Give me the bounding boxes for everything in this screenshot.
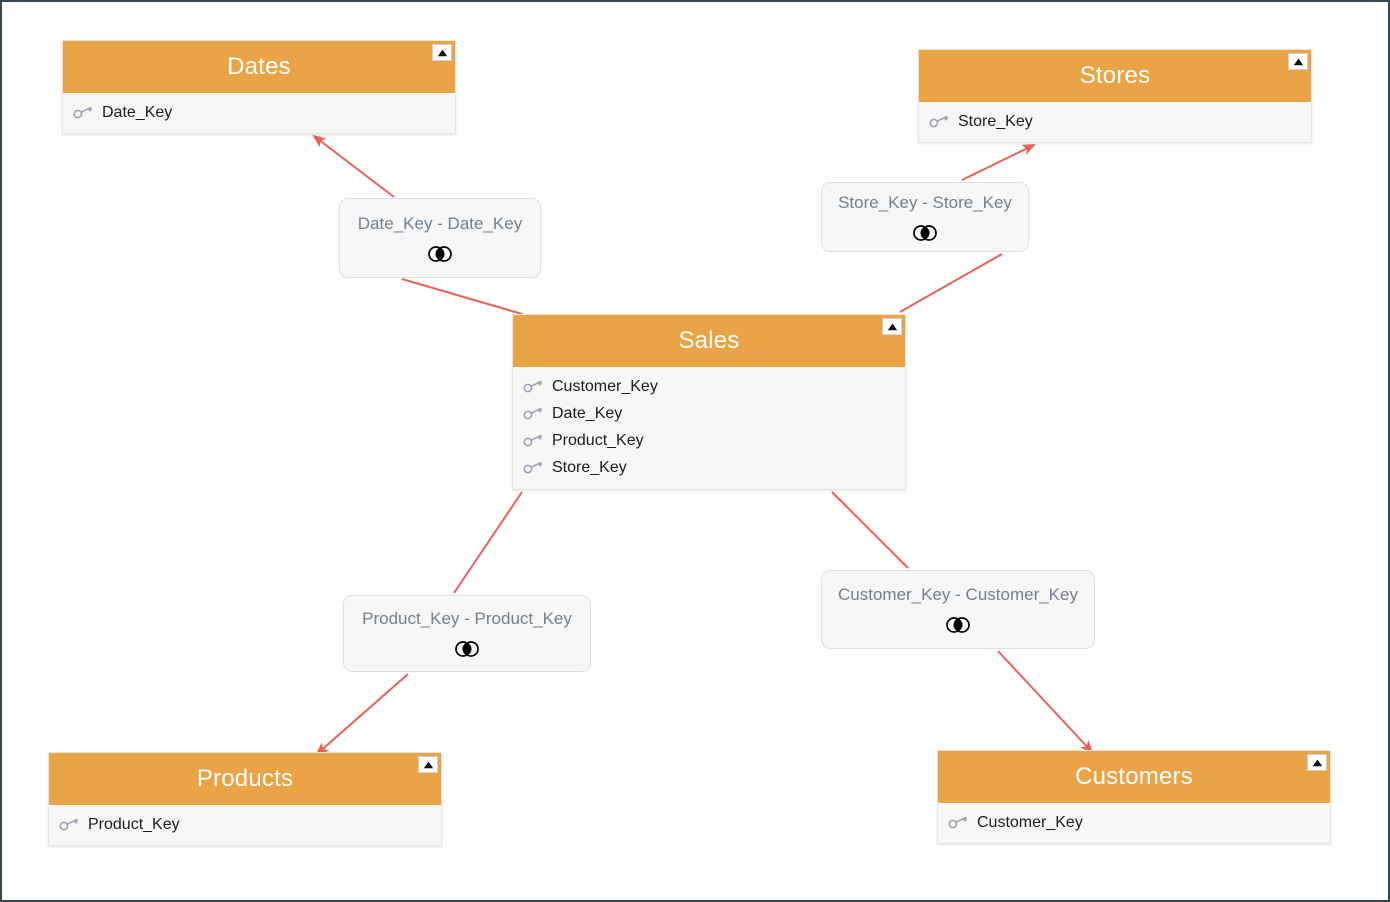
- venn-overlap-icon: [455, 641, 479, 657]
- entity-field-row-sales-3[interactable]: Store_Key: [513, 454, 905, 481]
- relationship-edge[interactable]: [312, 134, 395, 198]
- entity-field-row-sales-1[interactable]: Date_Key: [513, 400, 905, 427]
- entity-field-row-stores-0[interactable]: Store_Key: [919, 108, 1311, 135]
- relationship-label-box-rel-customer[interactable]: Customer_Key - Customer_Key: [821, 570, 1095, 649]
- key-icon: [523, 380, 543, 392]
- entity-field-row-sales-2[interactable]: Product_Key: [513, 427, 905, 454]
- entity-field-list: Date_Key: [63, 93, 455, 132]
- venn-overlap-icon: [946, 617, 970, 633]
- relationship-label-text-rel-product: Product_Key - Product_Key: [362, 609, 572, 628]
- venn-overlap-icon: [428, 245, 452, 262]
- entity-table-header-stores[interactable]: Stores: [919, 50, 1311, 102]
- entity-table-products[interactable]: Products Product_Key: [48, 752, 442, 846]
- entity-table-header-products[interactable]: Products: [49, 753, 441, 805]
- key-icon: [929, 115, 949, 127]
- relationship-edge[interactable]: [453, 491, 523, 594]
- relationship-label-text-rel-date: Date_Key - Date_Key: [357, 213, 523, 233]
- entity-field-row-products-0[interactable]: Product_Key: [49, 811, 441, 838]
- entity-field-name: Product_Key: [552, 431, 644, 449]
- entity-field-list: Product_Key: [49, 805, 441, 844]
- relationship-edge[interactable]: [315, 673, 409, 756]
- entity-field-list: Store_Key: [919, 102, 1311, 141]
- relationship-label-text-rel-customer: Customer_Key - Customer_Key: [838, 585, 1078, 604]
- entity-table-title-customers: Customers: [1075, 763, 1193, 790]
- entity-field-list: Customer_Key Date_Key Product_Key Store_…: [513, 367, 905, 487]
- triangle-up-icon[interactable]: [1288, 53, 1308, 70]
- relationship-edge[interactable]: [401, 278, 523, 315]
- key-icon: [523, 407, 543, 419]
- entity-field-row-customers-0[interactable]: Customer_Key: [938, 809, 1330, 836]
- entity-table-header-sales[interactable]: Sales: [513, 315, 905, 367]
- entity-table-title-dates: Dates: [227, 53, 291, 80]
- venn-overlap-icon: [913, 224, 937, 241]
- relationship-label-box-rel-date[interactable]: Date_Key - Date_Key: [339, 198, 541, 278]
- entity-field-row-sales-0[interactable]: Customer_Key: [513, 373, 905, 400]
- relationship-edge[interactable]: [899, 253, 1003, 313]
- entity-table-header-customers[interactable]: Customers: [938, 751, 1330, 803]
- entity-table-dates[interactable]: Dates Date_Key: [62, 40, 456, 134]
- key-icon: [73, 106, 93, 118]
- entity-field-name: Customer_Key: [552, 377, 658, 395]
- entity-field-name: Date_Key: [102, 103, 173, 121]
- key-icon: [59, 818, 79, 830]
- key-icon: [948, 816, 968, 828]
- entity-field-row-dates-0[interactable]: Date_Key: [63, 99, 455, 126]
- relationship-edge[interactable]: [831, 491, 909, 569]
- relationship-edge[interactable]: [961, 144, 1036, 181]
- entity-field-name: Date_Key: [552, 404, 623, 422]
- entity-field-name: Customer_Key: [977, 813, 1083, 831]
- relationship-label-text-rel-store: Store_Key - Store_Key: [838, 192, 1012, 212]
- entity-field-list: Customer_Key: [938, 803, 1330, 842]
- entity-table-title-sales: Sales: [678, 327, 740, 354]
- triangle-up-icon[interactable]: [418, 756, 438, 773]
- entity-table-title-stores: Stores: [1079, 62, 1151, 89]
- entity-field-name: Store_Key: [958, 112, 1033, 130]
- relationship-label-box-rel-product[interactable]: Product_Key - Product_Key: [343, 595, 591, 672]
- entity-table-header-dates[interactable]: Dates: [63, 41, 455, 93]
- entity-table-stores[interactable]: Stores Store_Key: [918, 49, 1312, 143]
- entity-field-name: Product_Key: [88, 815, 180, 833]
- triangle-up-icon[interactable]: [1307, 754, 1327, 771]
- triangle-up-icon[interactable]: [432, 44, 452, 61]
- relationship-label-box-rel-store[interactable]: Store_Key - Store_Key: [821, 182, 1029, 252]
- entity-table-customers[interactable]: Customers Customer_Key: [937, 750, 1331, 844]
- relationship-edge[interactable]: [997, 650, 1094, 754]
- entity-field-name: Store_Key: [552, 458, 627, 476]
- key-icon: [523, 434, 543, 446]
- entity-table-sales[interactable]: Sales Customer_Key Date_Key: [512, 314, 906, 490]
- triangle-up-icon[interactable]: [882, 318, 902, 335]
- entity-table-title-products: Products: [196, 765, 294, 792]
- key-icon: [523, 461, 543, 473]
